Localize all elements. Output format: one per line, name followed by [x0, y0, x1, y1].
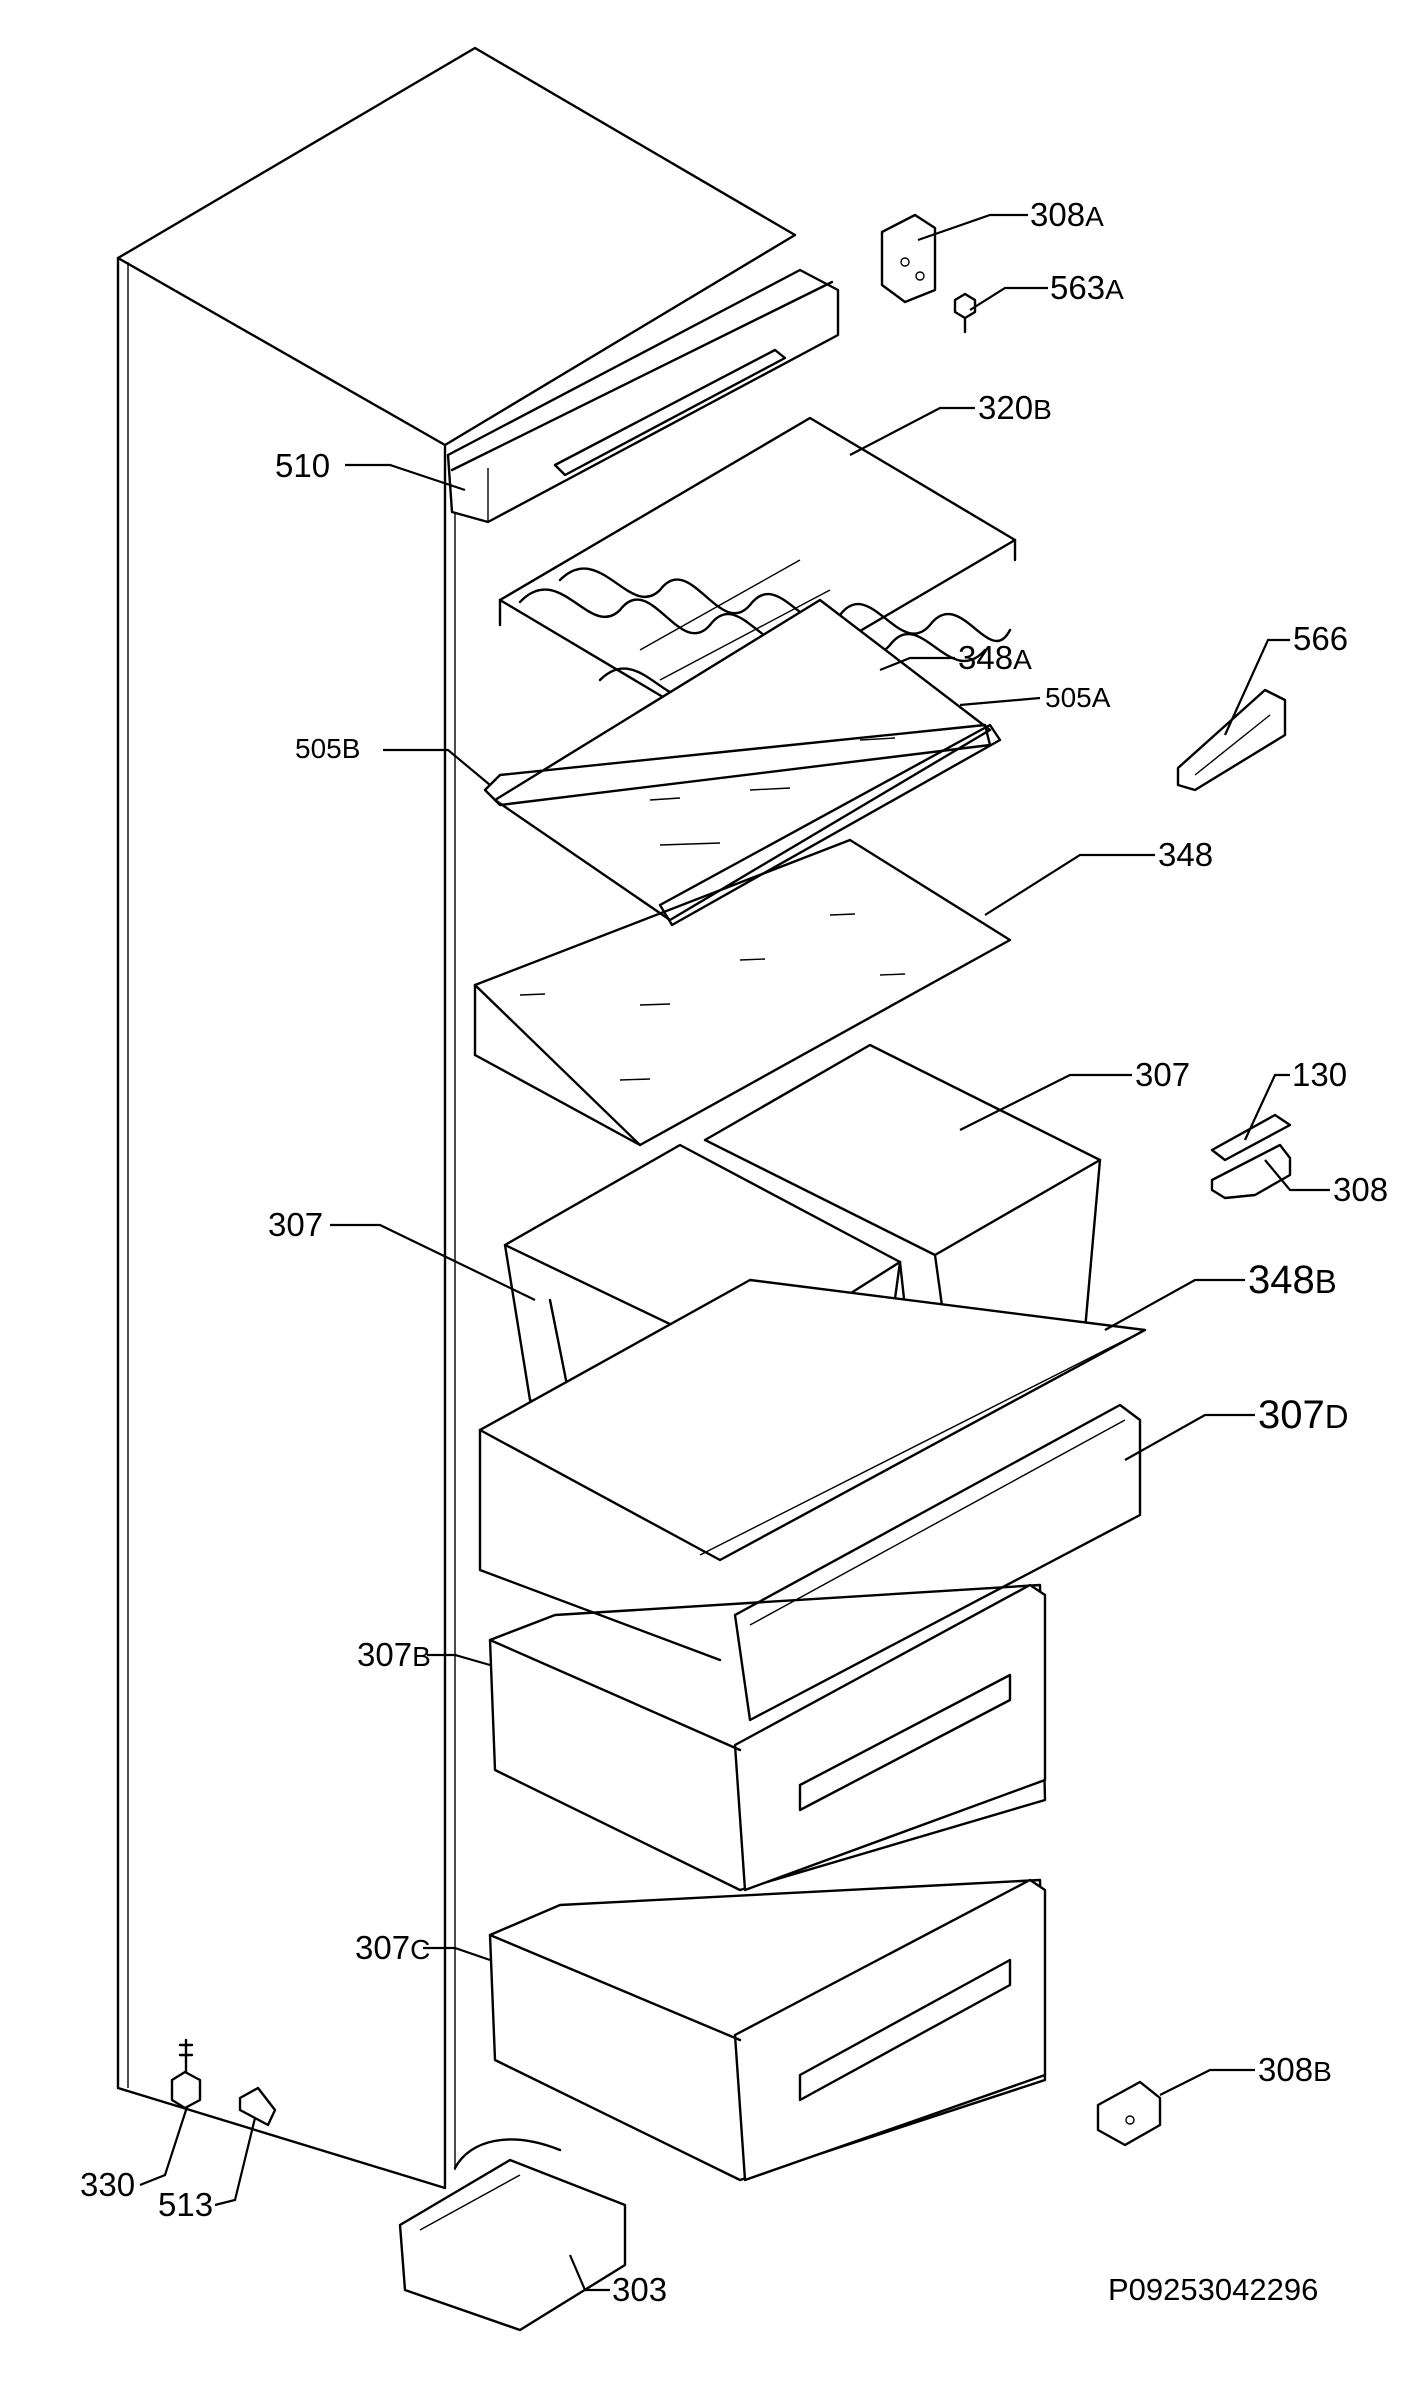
label-308: 308	[1333, 1171, 1388, 1208]
reference-code: P09253042296	[1108, 2272, 1318, 2307]
screw-563A	[953, 292, 977, 334]
cabinet-body	[116, 46, 797, 2190]
label-513: 513	[158, 2186, 213, 2223]
label-303: 303	[612, 2271, 667, 2308]
hinge-308B	[1096, 2080, 1162, 2147]
label-505A: 505A	[1045, 682, 1111, 713]
adjustable-foot-330	[170, 2038, 202, 2110]
label-308A: 308A	[1030, 196, 1104, 233]
label-330: 330	[80, 2166, 135, 2203]
label-307B: 307B	[357, 1636, 431, 1673]
label-505B: 505B	[295, 733, 360, 764]
hinge-130-308	[1210, 1113, 1292, 1200]
label-307D: 307D	[1258, 1393, 1349, 1437]
label-348A: 348A	[958, 639, 1032, 676]
label-307-left: 307	[268, 1206, 323, 1243]
glass-shelf-348A	[483, 598, 1002, 927]
label-320B: 320B	[978, 389, 1052, 426]
drawer-307B	[488, 1583, 1047, 1892]
glass-shelf-348	[473, 838, 1012, 1147]
bracket-566	[1176, 688, 1287, 792]
label-130: 130	[1292, 1056, 1347, 1093]
hinge-308A	[880, 213, 937, 304]
label-308B: 308B	[1258, 2051, 1332, 2088]
label-307C: 307C	[355, 1929, 430, 1966]
leader-lines	[139, 213, 1330, 2292]
drawer-front-307D	[733, 1403, 1142, 1722]
wine-rack-320B	[498, 416, 1017, 724]
label-566: 566	[1293, 620, 1348, 657]
kick-plate-303	[398, 2158, 627, 2332]
label-563A: 563A	[1050, 269, 1124, 306]
label-348: 348	[1158, 836, 1213, 873]
cover-shelf-348B	[478, 1278, 1147, 1662]
control-panel-510	[446, 268, 840, 524]
label-510: 510	[275, 447, 330, 484]
spacer-513	[238, 2086, 277, 2127]
label-307-right: 307	[1135, 1056, 1190, 1093]
label-348B: 348B	[1248, 1258, 1337, 1302]
drawer-307C	[488, 1878, 1047, 2182]
part-labels: 308A 563A 320B 510 348A 505A 505B 566 34…	[80, 196, 1388, 2308]
